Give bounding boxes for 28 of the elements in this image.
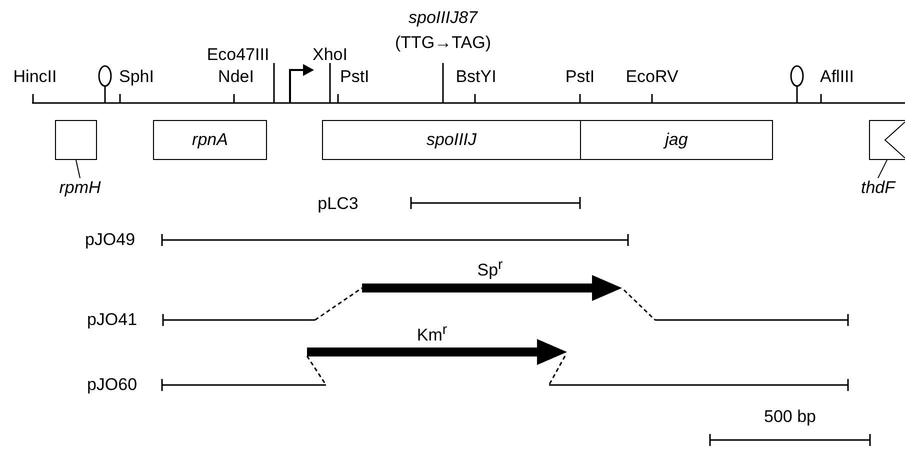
site-label: XhoI [312, 45, 348, 65]
site-label: NdeI [218, 67, 254, 87]
mutation-label: spoIIIJ87 [408, 8, 478, 28]
gene-box [55, 120, 97, 160]
gene-box: spoIIIJ [322, 120, 581, 160]
leader-line [76, 160, 80, 178]
gene-box: jag [580, 120, 773, 160]
marker-label: Km$^{r}$ [416, 321, 448, 346]
partial-gene-box [869, 120, 905, 160]
site-label: BstYI [456, 67, 496, 87]
site-label: EcoRV [626, 67, 678, 87]
plasmid-label: pJO41 [86, 310, 138, 330]
plasmid-label: pJO60 [86, 375, 138, 395]
site-label: PstI [340, 67, 370, 87]
marker-label: Sp$^{r}$ [477, 256, 503, 281]
site-label: Eco47III [206, 45, 270, 65]
leader-line [878, 160, 888, 178]
site-label: PstI [565, 67, 595, 87]
scale-label: 500 bp [764, 407, 816, 427]
plasmid-label: pJO49 [84, 230, 136, 250]
site-label: HincII [13, 67, 57, 87]
gene-box: rpnA [153, 120, 267, 160]
plasmid-label: pLC3 [318, 194, 358, 214]
site-label: AflIII [820, 67, 854, 87]
gene-label: rpmH [59, 178, 101, 198]
mutation-label: (TTG→TAG) [395, 33, 491, 53]
site-label: SphI [119, 67, 154, 87]
gene-label: thdF [860, 178, 896, 198]
